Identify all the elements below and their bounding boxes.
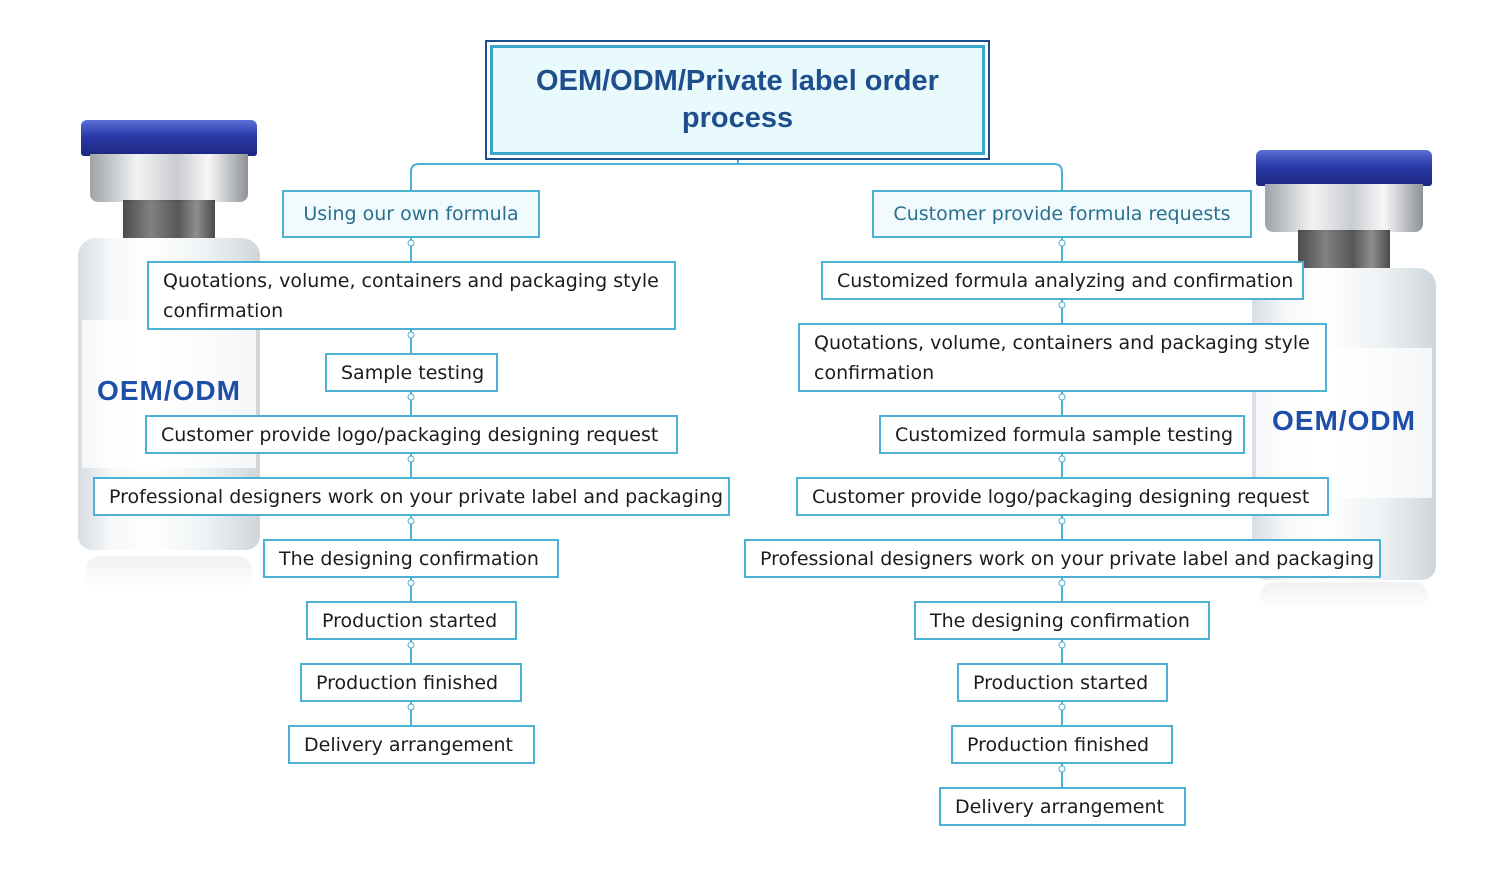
- right-collapse-dot-7: [1058, 641, 1066, 649]
- left-collapse-dot-6: [407, 579, 415, 587]
- right-branch-header: Customer provide formula requests: [872, 190, 1252, 238]
- right-step-6: The designing confirmation: [914, 601, 1210, 640]
- right-step-3: Customized formula sample testing: [879, 415, 1245, 454]
- right-vial-cap: [1256, 150, 1432, 186]
- right-step-8: Production finished: [951, 725, 1173, 764]
- left-step-3: Customer provide logo/packaging designin…: [145, 415, 678, 454]
- right-step-4: Customer provide logo/packaging designin…: [796, 477, 1329, 516]
- left-vial-cap: [81, 120, 257, 156]
- right-collapse-dot-2: [1058, 301, 1066, 309]
- right-collapse-dot-5: [1058, 517, 1066, 525]
- left-collapse-dot-3: [407, 393, 415, 401]
- left-vial-crimp: [90, 154, 248, 202]
- left-collapse-dot-4: [407, 455, 415, 463]
- page-title: OEM/ODM/Private label order process: [490, 45, 985, 155]
- right-step-1: Customized formula analyzing and confirm…: [821, 261, 1304, 300]
- right-vial-crimp: [1265, 184, 1423, 232]
- right-collapse-dot-6: [1058, 579, 1066, 587]
- right-collapse-dot-9: [1058, 765, 1066, 773]
- right-collapse-dot-1: [1058, 239, 1066, 247]
- left-step-6: Production started: [306, 601, 517, 640]
- left-collapse-dot-7: [407, 641, 415, 649]
- left-vial-reflection: [86, 556, 252, 590]
- right-step-5: Professional designers work on your priv…: [744, 539, 1381, 578]
- title-branch-connector: [410, 158, 1063, 190]
- right-step-7: Production started: [957, 663, 1168, 702]
- title-box: OEM/ODM/Private label order process: [485, 40, 990, 160]
- left-step-5: The designing confirmation: [263, 539, 559, 578]
- left-step-7: Production finished: [300, 663, 522, 702]
- left-collapse-dot-5: [407, 517, 415, 525]
- right-step-2: Quotations, volume, containers and packa…: [798, 323, 1327, 392]
- left-branch-header: Using our own formula: [282, 190, 540, 238]
- left-collapse-dot-2: [407, 331, 415, 339]
- right-collapse-dot-8: [1058, 703, 1066, 711]
- right-step-9: Delivery arrangement: [939, 787, 1186, 826]
- right-collapse-dot-4: [1058, 455, 1066, 463]
- left-step-8: Delivery arrangement: [288, 725, 535, 764]
- right-vial-image: OEM/ODM: [1252, 150, 1436, 610]
- right-vial-reflection: [1260, 582, 1428, 610]
- right-vial-label: OEM/ODM: [1272, 405, 1416, 436]
- left-vial-label: OEM/ODM: [97, 375, 241, 406]
- left-step-1: Quotations, volume, containers and packa…: [147, 261, 676, 330]
- left-collapse-dot-8: [407, 703, 415, 711]
- right-collapse-dot-3: [1058, 393, 1066, 401]
- left-collapse-dot-1: [407, 239, 415, 247]
- left-step-2: Sample testing: [325, 353, 498, 392]
- left-step-4: Professional designers work on your priv…: [93, 477, 730, 516]
